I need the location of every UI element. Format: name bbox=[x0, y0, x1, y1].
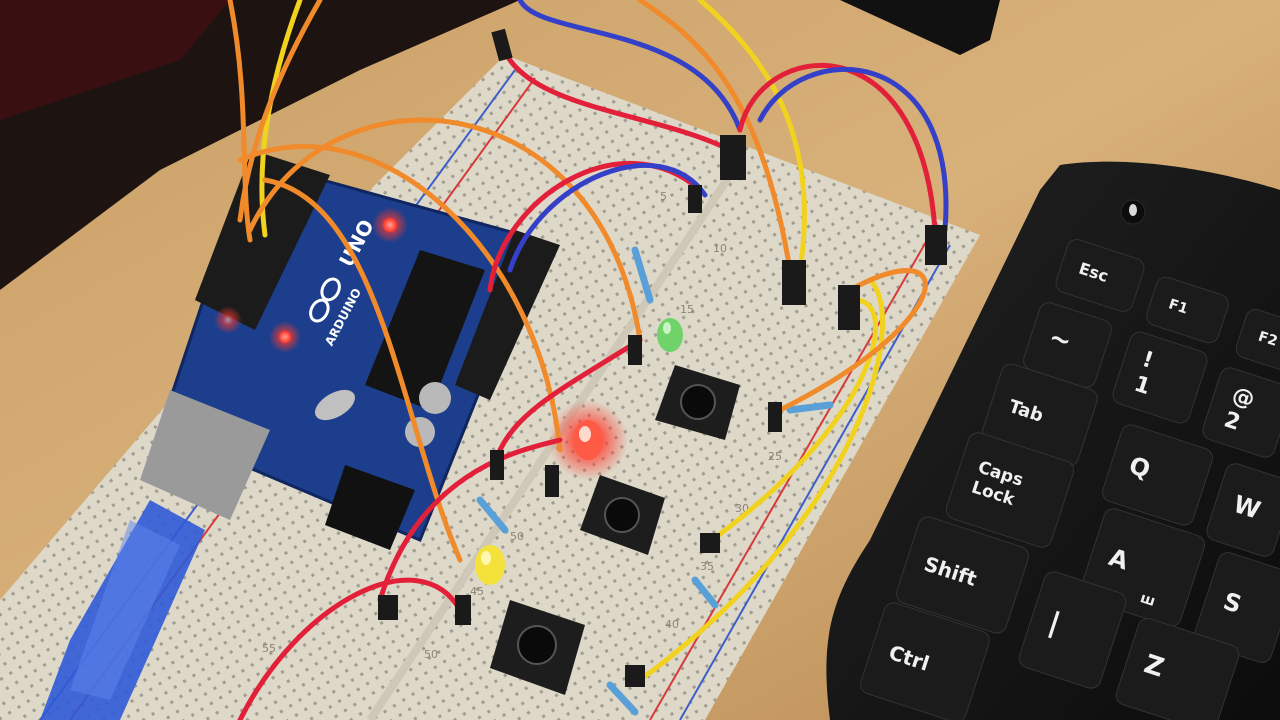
key-esc: Esc bbox=[1055, 239, 1145, 312]
resistor bbox=[631, 246, 654, 304]
resistor bbox=[691, 576, 719, 609]
usb-port bbox=[140, 390, 270, 520]
keycap bbox=[945, 432, 1075, 548]
row-number: 15 bbox=[680, 303, 694, 316]
key-label: F2 bbox=[1256, 329, 1279, 350]
row-number: 40 bbox=[665, 618, 679, 631]
push-button-1 bbox=[655, 365, 740, 440]
capacitor bbox=[419, 382, 451, 414]
wire-orange bbox=[637, 0, 793, 273]
wire-yellow bbox=[702, 297, 879, 548]
key-q: Q bbox=[1102, 424, 1213, 526]
key-label: 1 bbox=[1131, 372, 1153, 401]
jumper-wires bbox=[227, 0, 949, 720]
key-ctrl: Ctrl bbox=[860, 602, 990, 720]
digital-header bbox=[195, 150, 330, 330]
row-number: 50 bbox=[424, 648, 438, 661]
keycap bbox=[1018, 571, 1127, 689]
keycap bbox=[1055, 239, 1145, 312]
key-f2: F2 bbox=[1235, 309, 1280, 371]
wire-red bbox=[497, 37, 733, 153]
analog-header bbox=[455, 230, 560, 400]
wire-red bbox=[497, 337, 643, 453]
row-number: 10 bbox=[713, 242, 727, 255]
key-shift: Shift bbox=[896, 516, 1029, 634]
arduino-board: ARDUINO UNO bbox=[140, 150, 560, 550]
wire-orange bbox=[777, 268, 928, 413]
key-label: F1 bbox=[1166, 296, 1189, 317]
wire-connectors bbox=[378, 28, 947, 687]
wire-blue bbox=[757, 66, 949, 233]
power-jack bbox=[325, 465, 415, 550]
key-s: S bbox=[1194, 552, 1280, 663]
keycap bbox=[896, 516, 1029, 634]
keycap bbox=[1112, 331, 1208, 424]
usb-cable bbox=[40, 500, 205, 720]
key-w: W bbox=[1206, 463, 1280, 557]
wire-blue bbox=[507, 163, 708, 273]
keycap bbox=[860, 602, 990, 720]
key-two: @2 bbox=[1202, 367, 1280, 458]
row-number: 50 bbox=[510, 530, 524, 543]
red-background-object bbox=[0, 0, 230, 120]
wire-yellow bbox=[637, 277, 886, 683]
row-number: 35 bbox=[700, 560, 714, 573]
key-z: Z bbox=[1115, 618, 1240, 720]
wire-orange bbox=[237, 0, 323, 223]
wire-yellow bbox=[697, 0, 807, 273]
key-label: ш bbox=[1138, 590, 1157, 610]
keycap bbox=[1146, 276, 1229, 344]
wire-orange bbox=[237, 144, 563, 453]
key-tilde: ~ bbox=[1023, 302, 1112, 388]
keycap bbox=[1202, 367, 1280, 458]
resistor bbox=[606, 681, 639, 716]
key-label: 2 bbox=[1221, 407, 1243, 436]
push-button-2 bbox=[580, 475, 665, 555]
key-pipe: | bbox=[1018, 571, 1127, 689]
key-f1: F1 bbox=[1146, 276, 1229, 344]
crystal-oscillator bbox=[315, 389, 355, 421]
led-green bbox=[657, 318, 683, 352]
led-red-lit bbox=[548, 400, 628, 480]
row-number: 45 bbox=[470, 585, 484, 598]
resistor bbox=[476, 496, 509, 534]
wire-red bbox=[237, 577, 463, 720]
wire-blue bbox=[517, 0, 743, 133]
key-tab: Tab bbox=[982, 363, 1098, 467]
row-number: 5 bbox=[660, 190, 667, 203]
row-number: 25 bbox=[768, 450, 782, 463]
push-button-3 bbox=[490, 600, 585, 695]
mouse-glyph bbox=[1129, 204, 1137, 216]
led-yellow bbox=[475, 545, 505, 585]
resistors bbox=[476, 246, 834, 716]
black-object bbox=[840, 0, 1000, 55]
onboard-led-rx bbox=[214, 306, 242, 334]
key-one: !1 bbox=[1112, 331, 1208, 424]
row-number: 55 bbox=[262, 642, 276, 655]
wire-orange bbox=[247, 117, 643, 343]
wire-red bbox=[377, 437, 563, 603]
keycap bbox=[1235, 309, 1280, 371]
resistor bbox=[786, 401, 834, 414]
keycap bbox=[1206, 463, 1280, 557]
keycap bbox=[1115, 618, 1240, 720]
atmega-chip bbox=[365, 250, 485, 410]
wire-orange bbox=[227, 0, 253, 243]
keycap bbox=[1102, 424, 1213, 526]
